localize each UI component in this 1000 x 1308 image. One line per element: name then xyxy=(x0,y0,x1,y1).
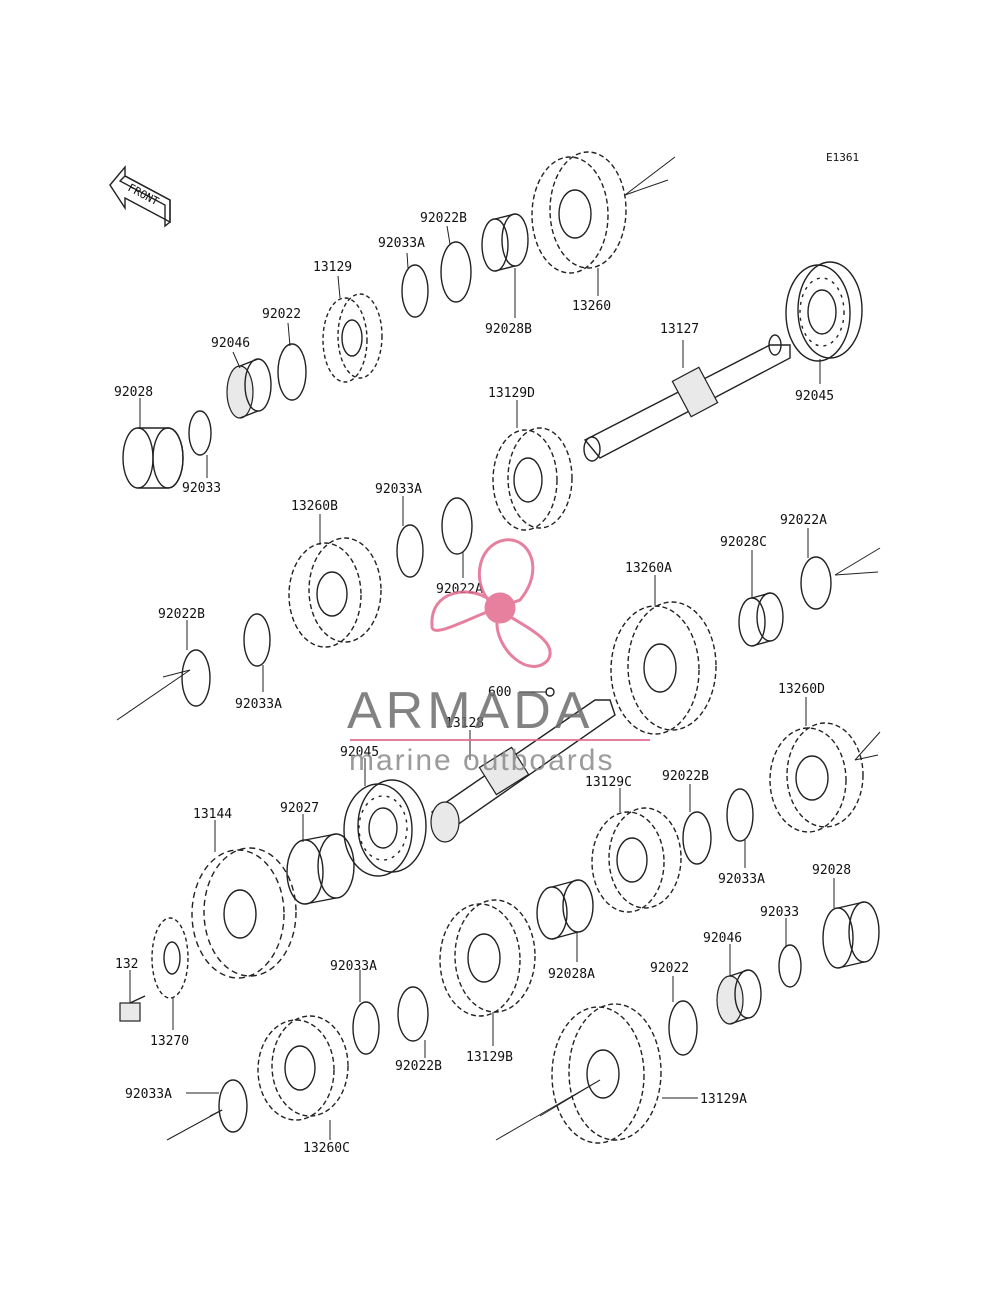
label-92033A-mid: 92033A xyxy=(375,482,422,497)
part-92027-collar xyxy=(286,833,355,905)
label-13129C: 13129C xyxy=(585,775,632,790)
part-13260-gear xyxy=(531,151,627,274)
part-13260B-gear xyxy=(288,537,382,648)
part-92028C-bushing xyxy=(738,592,784,647)
part-13129-gear xyxy=(322,293,383,383)
label-92033A: 92033A xyxy=(378,236,425,251)
label-92046: 92046 xyxy=(211,336,250,351)
label-92022B-low: 92022B xyxy=(395,1059,442,1074)
label-13129: 13129 xyxy=(313,260,352,275)
part-92022-washer-right xyxy=(668,1000,698,1056)
part-13129A-gear xyxy=(551,1003,662,1144)
part-13129D-gear xyxy=(492,427,573,531)
part-13270-plate xyxy=(151,917,189,999)
label-92028-r: 92028 xyxy=(812,863,851,878)
label-92033A-bl: 92033A xyxy=(125,1087,172,1102)
part-92033-ring xyxy=(188,410,212,456)
armada-watermark: ARMADA marine outboards xyxy=(347,538,650,777)
label-92028C: 92028C xyxy=(720,535,767,550)
part-92022B-washer-low xyxy=(397,986,429,1042)
part-92045-ball-bearing-low xyxy=(343,779,427,877)
watermark-brand: ARMADA xyxy=(347,682,593,740)
label-92028: 92028 xyxy=(114,385,153,400)
label-13128: 13128 xyxy=(445,716,484,731)
label-92022-r: 92022 xyxy=(650,961,689,976)
part-13127-shaft xyxy=(583,334,791,462)
part-92046-bearing-right xyxy=(716,969,762,1025)
part-92022A-washer-mid xyxy=(441,497,473,555)
label-13260C: 13260C xyxy=(303,1141,350,1156)
label-92033: 92033 xyxy=(182,481,221,496)
label-13144: 13144 xyxy=(193,807,232,822)
part-92022B-washer-r xyxy=(682,811,712,865)
propeller-logo xyxy=(430,538,552,668)
part-92033A-ring-bottom-left xyxy=(218,1079,248,1133)
part-92033A-ring-mid xyxy=(396,524,424,578)
label-92022B-left: 92022B xyxy=(158,607,205,622)
part-92022B-washer-left xyxy=(181,649,211,707)
part-92033A-ring xyxy=(401,264,429,318)
part-13129B-gear xyxy=(439,899,536,1017)
label-92033A-r: 92033A xyxy=(718,872,765,887)
part-92028-collar-right xyxy=(822,901,880,969)
part-92033A-ring-r xyxy=(726,788,754,842)
part-92033-ring-right xyxy=(778,944,802,988)
label-13129D: 13129D xyxy=(488,386,535,401)
part-13144-sprocket xyxy=(191,847,297,979)
watermark-tagline: marine outboards xyxy=(349,744,614,777)
label-13127: 13127 xyxy=(660,322,699,337)
label-13260B: 13260B xyxy=(291,499,338,514)
part-92028A-bushing xyxy=(536,879,594,940)
part-13128-shaft xyxy=(430,687,616,843)
label-92045-low: 92045 xyxy=(340,745,379,760)
part-92033A-ring-left xyxy=(243,613,271,667)
label-92028B: 92028B xyxy=(485,322,532,337)
part-92022B-washer xyxy=(440,241,472,303)
label-92028A: 92028A xyxy=(548,967,595,982)
label-13260A: 13260A xyxy=(625,561,672,576)
part-92045-ball-bearing xyxy=(785,261,863,362)
label-132: 132 xyxy=(115,957,138,972)
label-92033A-left: 92033A xyxy=(235,697,282,712)
label-13129A: 13129A xyxy=(700,1092,747,1107)
part-13260C-gear xyxy=(257,1015,349,1121)
label-92045: 92045 xyxy=(795,389,834,404)
label-13260D: 13260D xyxy=(778,682,825,697)
label-92022: 92022 xyxy=(262,307,301,322)
label-92033A-low: 92033A xyxy=(330,959,377,974)
label-13129B: 13129B xyxy=(466,1050,513,1065)
label-13270: 13270 xyxy=(150,1034,189,1049)
label-92022B: 92022B xyxy=(420,211,467,226)
label-92027: 92027 xyxy=(280,801,319,816)
label-600: 600 xyxy=(488,685,511,700)
label-92022B-r: 92022B xyxy=(662,769,709,784)
part-92022-washer xyxy=(277,343,307,401)
part-13260A-gear xyxy=(610,601,717,735)
label-13260: 13260 xyxy=(572,299,611,314)
part-13260D-gear xyxy=(769,722,864,833)
part-labels: 92028 92033 92046 92022 13129 92033A 920… xyxy=(114,211,851,1156)
label-92022A-right: 92022A xyxy=(780,513,827,528)
part-92028-collar xyxy=(122,427,184,489)
label-92046-r: 92046 xyxy=(703,931,742,946)
front-direction-arrow: FRONT xyxy=(109,165,171,228)
part-132-bolt xyxy=(119,995,146,1022)
part-92046-bearing xyxy=(226,358,272,419)
part-92028B-bushing xyxy=(481,213,529,272)
label-92033-r: 92033 xyxy=(760,905,799,920)
leader-lines xyxy=(129,225,835,1140)
part-92033A-ring-low xyxy=(352,1001,380,1055)
diagram-code: E1361 xyxy=(826,151,859,164)
part-13129C-gear xyxy=(591,807,682,913)
part-92022A-washer-right xyxy=(800,556,832,610)
